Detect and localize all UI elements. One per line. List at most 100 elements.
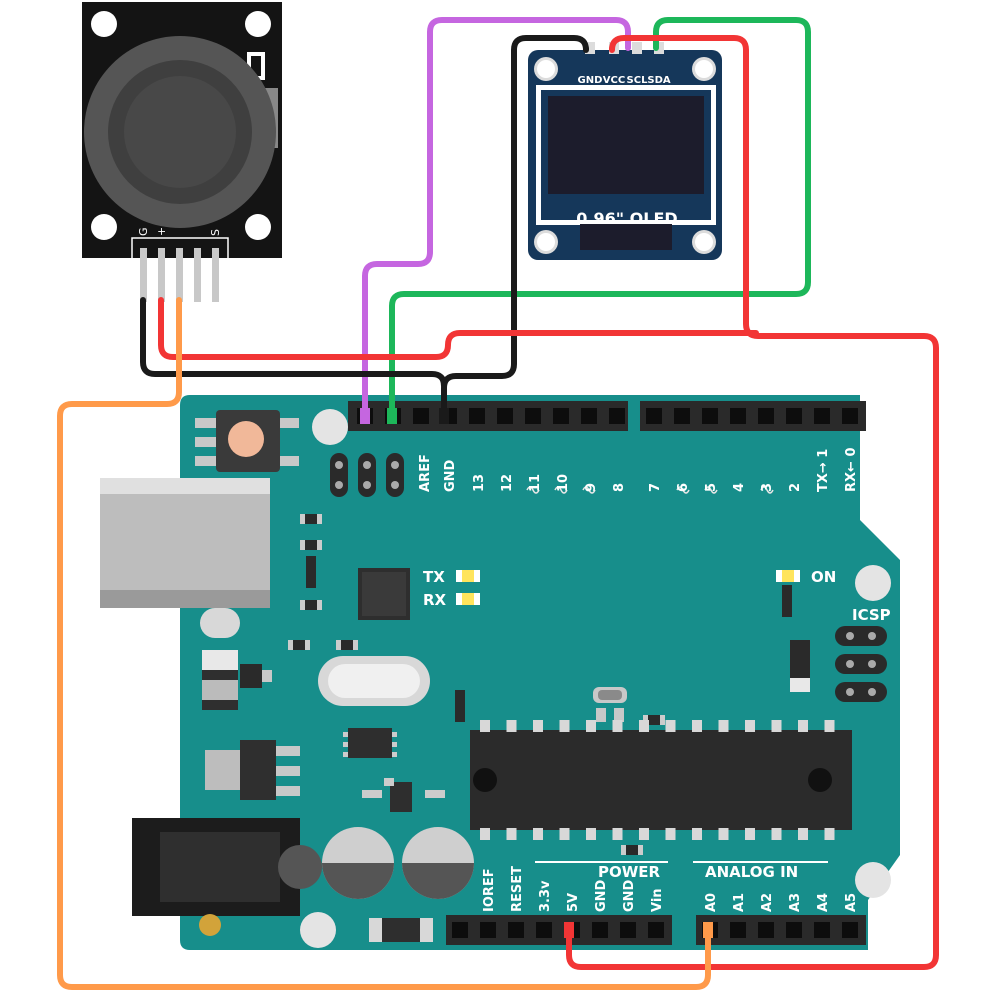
mcu-pin [824, 720, 835, 732]
rx-led [456, 593, 480, 605]
crystal-oscillator [318, 656, 430, 706]
capacitor [322, 827, 474, 942]
oled-pin-label: SCL [627, 75, 649, 86]
tx-label: TX [423, 568, 445, 586]
mcu-pin [612, 720, 623, 732]
wire-oled-vcc [566, 35, 939, 970]
header-hole[interactable] [553, 408, 569, 424]
joystick-pin-label: S [209, 229, 222, 236]
wire-joystick-signal [57, 297, 711, 990]
on-component [790, 640, 810, 692]
power-pin-label: RESET [510, 866, 525, 912]
mcu-pin [824, 828, 835, 840]
oled-pin-label: GND [578, 75, 603, 86]
header-hole[interactable] [730, 922, 746, 938]
joystick-pins [140, 248, 219, 302]
header-hole[interactable] [525, 408, 541, 424]
analog-pin-label: A3 [788, 893, 803, 912]
joystick-pin-labels: G + S [137, 227, 222, 236]
header-hole[interactable] [536, 922, 552, 938]
header-hole[interactable] [497, 408, 513, 424]
power-header [446, 915, 672, 945]
mcu-pin [480, 828, 490, 840]
mcu-pin [612, 828, 623, 840]
top-pin-label: 13 [472, 474, 487, 492]
top-pin-label: 6 [676, 483, 691, 492]
wire-endpoints [360, 408, 713, 938]
oled-title: 0.96" OLED [576, 209, 677, 228]
oled-pin-label: SDA [647, 75, 671, 86]
oled-pin[interactable] [585, 42, 595, 54]
header-hole[interactable] [609, 408, 625, 424]
mcu-pin [718, 720, 729, 732]
mcu-pin [745, 720, 755, 732]
wire-oled-sda [389, 17, 811, 418]
mcu-pin [745, 828, 755, 840]
header-hole[interactable] [814, 922, 830, 938]
header-hole[interactable] [674, 408, 690, 424]
top-pin-label: 10 [556, 474, 571, 492]
header-hole[interactable] [730, 408, 746, 424]
mcu-pin [692, 720, 702, 732]
top-pin-label: 8 [612, 483, 627, 492]
top-pin-label: 5 [704, 483, 719, 492]
header-hole[interactable] [842, 922, 858, 938]
header-hole[interactable] [842, 408, 858, 424]
header-hole[interactable] [508, 922, 524, 938]
header-hole[interactable] [758, 922, 774, 938]
regulator-small [202, 650, 272, 710]
wire-oled-scl [362, 17, 631, 418]
power-led [776, 570, 800, 582]
analog-pin-label: A1 [732, 893, 747, 912]
header-hole[interactable] [452, 922, 468, 938]
top-pin-label: RX← 0 [844, 448, 859, 493]
usb-chip [358, 568, 410, 620]
oled-pin[interactable] [632, 42, 642, 54]
mount-hole [300, 912, 336, 948]
header-hole[interactable] [646, 408, 662, 424]
header-hole[interactable] [814, 408, 830, 424]
tx-led [456, 570, 480, 582]
power-pin-label: 5V [566, 893, 581, 912]
mcu-pin [665, 720, 676, 732]
mcu-pins [480, 720, 835, 840]
oled-pin-label: VCC [603, 75, 625, 86]
small-ic [343, 728, 397, 758]
power-header-label: POWER [598, 863, 661, 881]
mcu-pin [692, 828, 702, 840]
voltage-regulator [205, 740, 300, 800]
power-pin-label: IOREF [482, 868, 497, 912]
header-hole[interactable] [786, 408, 802, 424]
header-hole[interactable] [702, 408, 718, 424]
mcu-pin [506, 720, 517, 732]
header-hole[interactable] [786, 922, 802, 938]
joystick-pin-label: G [137, 227, 150, 236]
dc-jack [132, 818, 322, 936]
header-hole[interactable] [592, 922, 608, 938]
analog-header-label: ANALOG IN [705, 863, 798, 881]
header-hole[interactable] [758, 408, 774, 424]
on-label: ON [811, 568, 836, 586]
joystick-module: G + S [82, 2, 282, 302]
mcu-pin [533, 720, 543, 732]
top-pin-label: 11 [528, 474, 543, 492]
wire-joystick-gnd [140, 297, 447, 389]
pwm-marks [526, 486, 774, 494]
header-hole[interactable] [480, 922, 496, 938]
header-hole[interactable] [581, 408, 597, 424]
header-hole[interactable] [469, 408, 485, 424]
joystick-pin-label: + [155, 227, 168, 236]
header-hole[interactable] [413, 408, 429, 424]
mcu-pin [480, 720, 490, 732]
reset-button[interactable] [195, 410, 299, 472]
rx-label: RX [423, 591, 447, 609]
header-hole[interactable] [648, 922, 664, 938]
analog-pin-label: A4 [816, 893, 831, 912]
top-pin-label: 9 [584, 483, 599, 492]
analog-pin-label: A5 [844, 893, 859, 912]
header-hole[interactable] [620, 922, 636, 938]
power-pin-label: 3.3v [538, 880, 553, 912]
wire-oled-gnd [441, 35, 589, 418]
crystal-small [593, 687, 627, 722]
